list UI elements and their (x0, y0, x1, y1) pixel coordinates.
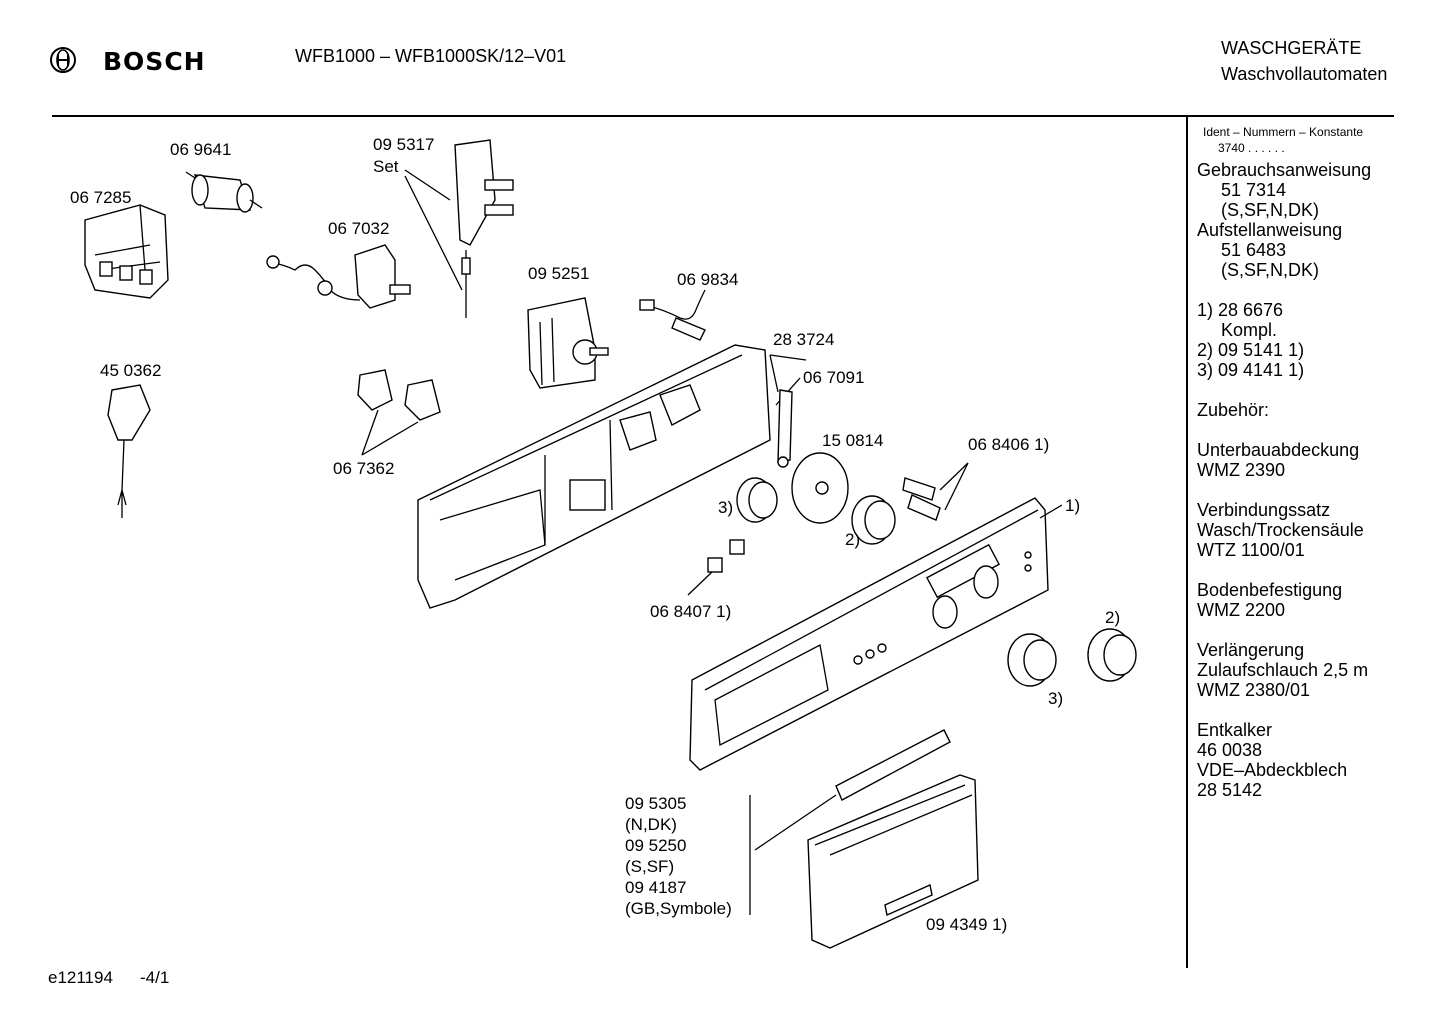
sidebar-line: 3) 09 4141 1) (1197, 360, 1305, 380)
part-067285 (84, 204, 169, 299)
part-450362 (107, 384, 151, 518)
knob-3b (1007, 633, 1057, 687)
sidebar-line: Entkalker (1197, 720, 1273, 740)
sidebar-line: Verlängerung (1197, 640, 1305, 660)
sidebar-line: Wasch/Trockensäule (1197, 520, 1364, 540)
sidebar-line: WTZ 1100/01 (1197, 540, 1305, 560)
sidebar-line: Zubehör: (1197, 400, 1270, 420)
brand-name: BOSCH (103, 47, 206, 76)
knob-2a (851, 495, 896, 545)
label-ref3a: 3) (718, 498, 734, 517)
part-control-frame (417, 344, 771, 609)
knob-2b (1087, 628, 1137, 682)
sidebar-line: 51 7314 (1221, 180, 1287, 200)
part-069834 (639, 289, 706, 341)
sidebar-line: Zulaufschlauch 2,5 m (1197, 660, 1369, 680)
footer-page: -4/1 (140, 968, 170, 987)
part-067362 (357, 369, 441, 456)
part-067032 (266, 244, 411, 309)
sidebar-parts-list: Gebrauchsanweisung 51 7314 (S,SF,N,DK) A… (1197, 160, 1371, 800)
sidebar-line: (S,SF,N,DK) (1221, 200, 1320, 220)
label-ref2b: 2) (1105, 608, 1121, 627)
label-069641: 06 9641 (170, 140, 232, 159)
sidebar-line: (S,SF,N,DK) (1221, 260, 1320, 280)
sidebar-line (1197, 620, 1371, 640)
part-trim-strip (835, 729, 951, 801)
sidebar-line: WMZ 2390 (1197, 460, 1286, 480)
sidebar-line: Bodenbefestigung (1197, 580, 1343, 600)
sidebar-line: Kompl. (1221, 320, 1278, 340)
label-068407: 06 8407 1) (650, 602, 732, 621)
part-095251 (527, 297, 609, 389)
sidebar-line: 2) 09 5141 1) (1197, 340, 1305, 360)
knob-3a (736, 477, 778, 523)
label-094349: 09 4349 1) (926, 915, 1008, 934)
label-150814: 15 0814 (822, 431, 884, 450)
label-095250: 09 5250 (625, 836, 687, 855)
label-ndk: (N,DK) (625, 815, 677, 834)
label-095317: 09 5317 (373, 135, 435, 154)
sidebar-line: VDE–Abdeckblech (1197, 760, 1348, 780)
part-068406 (902, 462, 969, 521)
label-283724: 28 3724 (773, 330, 835, 349)
sidebar-line (1197, 480, 1371, 500)
part-front-fascia (689, 497, 1063, 771)
part-068407 (687, 539, 745, 596)
label-set: Set (373, 157, 399, 176)
subcategory-title: Waschvollautomaten (1221, 64, 1388, 84)
label-ssf: (S,SF) (625, 857, 675, 876)
part-095317 (404, 139, 514, 318)
sidebar-line (1197, 380, 1371, 400)
category-title: WASCHGERÄTE (1221, 38, 1362, 58)
part-150814 (791, 452, 849, 524)
label-069834: 06 9834 (677, 270, 739, 289)
bosch-logo (48, 45, 78, 80)
sidebar-line (1197, 700, 1371, 720)
sidebar-line (1197, 280, 1371, 300)
label-067032: 06 7032 (328, 219, 390, 238)
label-067091: 06 7091 (803, 368, 865, 387)
sidebar-line (1197, 420, 1371, 440)
sidebar-line: Aufstellanweisung (1197, 220, 1343, 240)
footer-doc-id: e121194 (48, 968, 113, 987)
bosch-armature-icon (50, 47, 76, 73)
ident-value: 3740 . . . . . . (1218, 141, 1285, 155)
label-067362: 06 7362 (333, 459, 395, 478)
sidebar-line: 28 5142 (1197, 780, 1263, 800)
label-094187: 09 4187 (625, 878, 687, 897)
part-069641 (185, 171, 263, 213)
label-450362: 45 0362 (100, 361, 162, 380)
label-ref2a: 2) (845, 530, 861, 549)
sidebar-line: Gebrauchsanweisung (1197, 160, 1372, 180)
sidebar-line: 1) 28 6676 (1197, 300, 1284, 320)
label-068406: 06 8406 1) (968, 435, 1050, 454)
label-095251: 09 5251 (528, 264, 590, 283)
sidebar-line (1197, 560, 1371, 580)
label-ref3b: 3) (1048, 689, 1064, 708)
sidebar-line: WMZ 2200 (1197, 600, 1286, 620)
sidebar-line: 46 0038 (1197, 740, 1263, 760)
sidebar-line: WMZ 2380/01 (1197, 680, 1311, 700)
sidebar-line: 51 6483 (1221, 240, 1287, 260)
sidebar-line: Verbindungssatz (1197, 500, 1331, 520)
label-ref1: 1) (1065, 496, 1081, 515)
label-095305: 09 5305 (625, 794, 687, 813)
ident-title: Ident – Nummern – Konstante (1203, 125, 1364, 139)
label-gbsym: (GB,Symbole) (625, 899, 732, 918)
part-283724 (769, 354, 807, 468)
label-067285: 06 7285 (70, 188, 132, 207)
model-title: WFB1000 – WFB1000SK/12–V01 (295, 46, 567, 66)
sidebar-line: Unterbauabdeckung (1197, 440, 1360, 460)
part-drawer-094349 (807, 774, 979, 949)
